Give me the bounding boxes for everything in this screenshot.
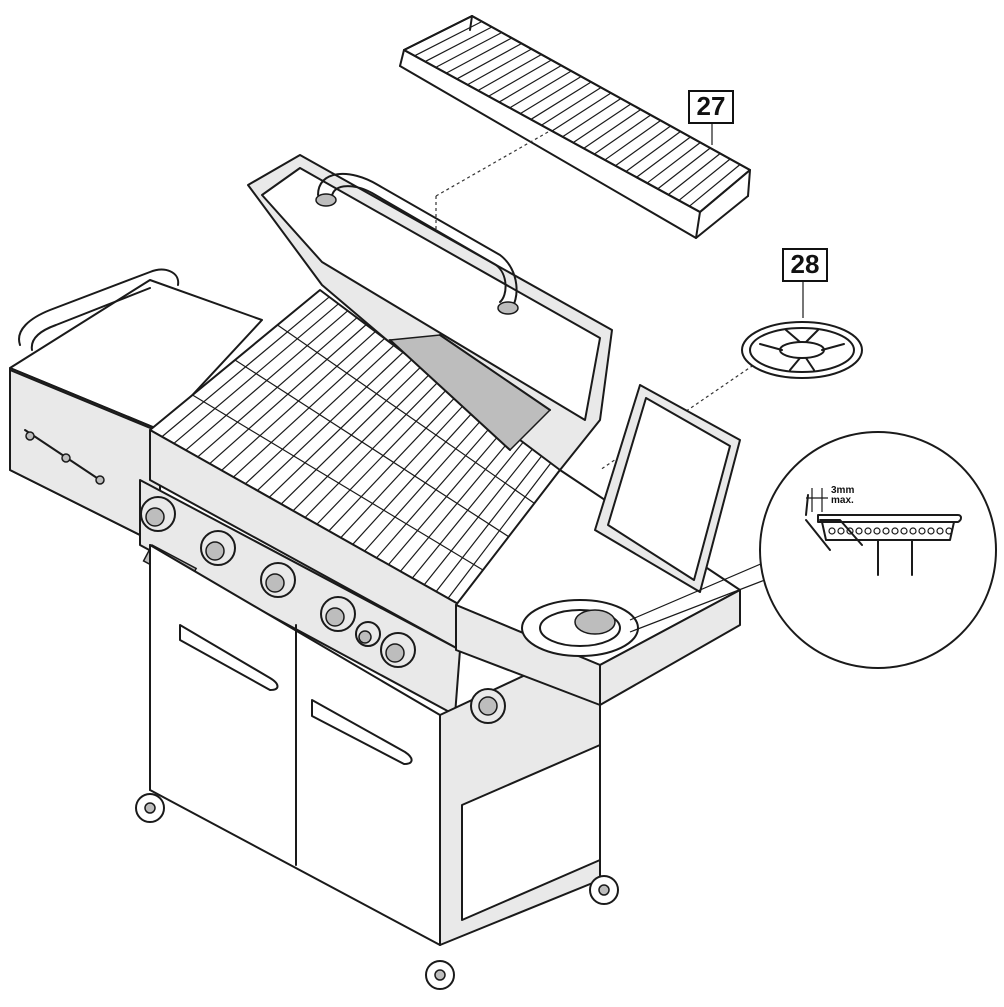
burner-port (909, 527, 917, 535)
casters (135, 793, 619, 990)
rack-bar (467, 48, 532, 86)
rack-bar (424, 26, 493, 63)
detail-leader-lower (629, 577, 771, 633)
rack-bar (446, 37, 512, 74)
rack-bar (562, 97, 622, 138)
burner-port (846, 527, 854, 535)
rack-bar (625, 131, 681, 172)
burner-port (855, 527, 863, 535)
rack-bar (615, 125, 671, 167)
detail-view (759, 431, 997, 669)
callout-28: 28 (782, 248, 828, 282)
rack-bar (509, 70, 572, 109)
grate-divider (277, 324, 536, 505)
rack-bar (551, 92, 612, 132)
rack-bar (498, 64, 562, 103)
detail-leader (629, 559, 771, 621)
rack-bar (699, 169, 751, 213)
rack-bar (572, 103, 632, 144)
warming-rack (399, 15, 751, 239)
rack-bar (530, 81, 592, 120)
rack-bar (678, 158, 731, 201)
burner-port (927, 527, 935, 535)
burner-port (864, 527, 872, 535)
knob-cap-icon (265, 573, 285, 593)
rack-bar (477, 53, 542, 92)
gap-label-line1: 3mm (831, 485, 855, 496)
grate-divider (234, 359, 511, 539)
knob-cap-icon (205, 541, 225, 561)
rack-bar (541, 86, 602, 126)
burner-grate-ring (741, 321, 863, 379)
firebox (149, 289, 561, 651)
rack-bar (435, 31, 503, 68)
rack-bar (488, 59, 552, 97)
grate-divider (192, 394, 486, 572)
knob-cap-icon (145, 507, 165, 527)
knob-cap-icon (358, 630, 372, 644)
side-burner (455, 384, 741, 724)
rack-bar (519, 75, 582, 115)
burner-port (936, 527, 944, 535)
burner-port (900, 527, 908, 535)
rack-bar (593, 114, 652, 155)
rack-bar (689, 164, 741, 207)
knob-cap-icon (385, 643, 405, 663)
knob-cap-icon (325, 607, 345, 627)
burner-port (918, 527, 926, 535)
guide-line-rack (435, 131, 549, 197)
rack-bar (657, 147, 711, 190)
control-panel (139, 479, 461, 716)
rack-bar (646, 142, 701, 184)
burner-port (891, 527, 899, 535)
rack-bar (604, 120, 661, 161)
rack-bar (667, 153, 721, 196)
burner-port (873, 527, 881, 535)
burner-port (828, 527, 836, 535)
callout-27: 27 (688, 90, 734, 124)
rack-bar (456, 42, 522, 80)
burner-port (837, 527, 845, 535)
gap-label-line2: max. (831, 495, 854, 506)
rack-bar (403, 15, 473, 51)
burner-port (945, 527, 953, 535)
rack-bar (636, 136, 691, 178)
guide-line-ring (599, 361, 759, 471)
rack-bar (583, 109, 642, 149)
burner-port (882, 527, 890, 535)
